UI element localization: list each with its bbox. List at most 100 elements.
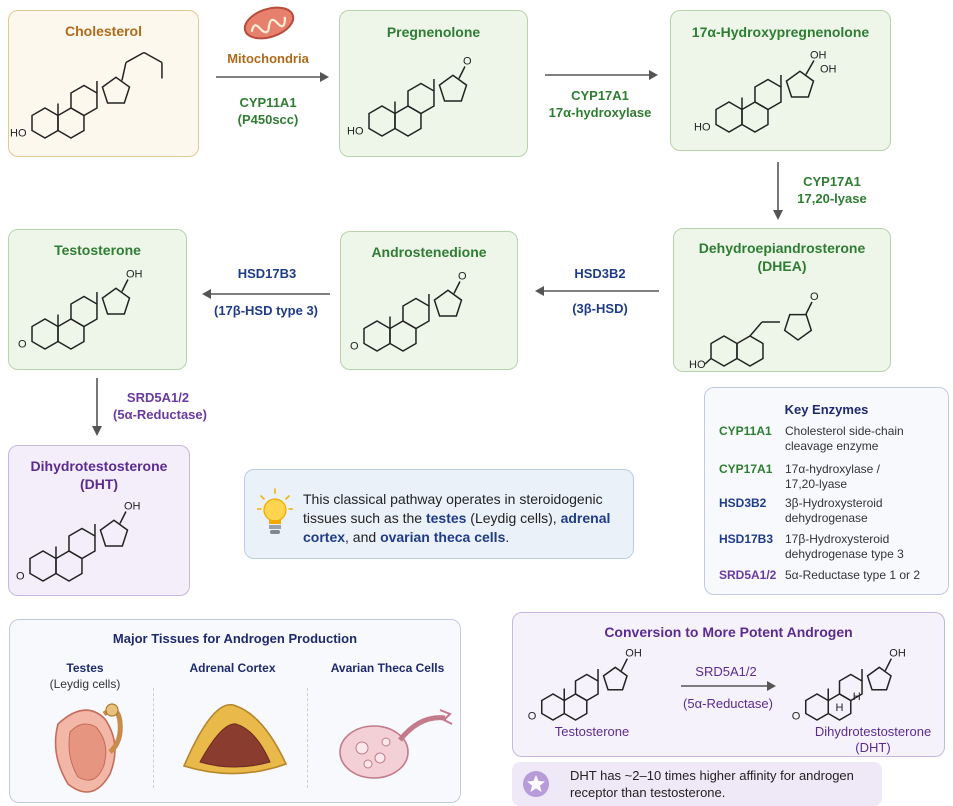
info-line2: tissues such as the testes (Leydig cells… bbox=[303, 510, 611, 526]
hydroxyl-bond bbox=[620, 658, 628, 672]
hydroxyl-bond bbox=[119, 511, 127, 524]
conversion-reductase-label: (5α-Reductase) bbox=[683, 696, 773, 711]
testes-label: Testes bbox=[66, 661, 104, 675]
note-line2: receptor than testosterone. bbox=[570, 785, 726, 800]
enzyme-code: HSD17B3 bbox=[719, 532, 774, 546]
hydroxyl-label: OH bbox=[625, 648, 642, 660]
adrenal-cortex-label: Adrenal Cortex bbox=[189, 661, 276, 675]
ring-d bbox=[101, 76, 131, 104]
hsd3b-label: (3β-HSD) bbox=[572, 301, 628, 316]
info-text: This classical pathway operates in stero… bbox=[303, 490, 623, 547]
hsd3b2-label: HSD3B2 bbox=[574, 266, 626, 281]
ring-c bbox=[70, 84, 98, 117]
ring-d bbox=[785, 70, 815, 98]
hydroxyl-label: HO bbox=[689, 359, 706, 371]
dht-title: Dihydrotestosterone bbox=[30, 458, 168, 474]
ring-b bbox=[736, 335, 764, 367]
oxygen-label: O bbox=[18, 339, 27, 351]
oxygen-label: O bbox=[810, 291, 819, 303]
conversion-right-label1: Dihydrotestosterone bbox=[814, 724, 932, 739]
adrenal-illustration bbox=[178, 704, 290, 789]
ketone-bond bbox=[805, 301, 813, 315]
side-chain bbox=[143, 51, 163, 64]
divider-2 bbox=[307, 688, 308, 788]
hydroxypregnenolone-title: 17α-Hydroxypregnenolone bbox=[691, 24, 870, 40]
tissues-title: Major Tissues for Androgen Production bbox=[112, 631, 358, 646]
oxygen-label: O bbox=[463, 56, 472, 68]
mitochondria-label: Mitochondria bbox=[227, 51, 309, 66]
hydrogen-label: H bbox=[836, 702, 844, 714]
hydroxyl-label: OH bbox=[820, 64, 837, 76]
conversion-testosterone-structure: O OH bbox=[525, 639, 675, 736]
divider-1 bbox=[153, 688, 154, 788]
side-chain bbox=[121, 62, 127, 81]
cyp17a1-lyase-label: CYP17A1 bbox=[803, 174, 861, 189]
hsd17b3-label: HSD17B3 bbox=[237, 266, 297, 281]
dht-note: DHT has ~2–10 times higher affinity for … bbox=[512, 762, 882, 806]
reductase-label: (5α-Reductase) bbox=[113, 407, 207, 422]
cholesterol-structure: HO bbox=[10, 47, 195, 162]
ring-a bbox=[363, 320, 391, 352]
conversion-arrow bbox=[679, 679, 779, 697]
ring-d bbox=[866, 666, 892, 691]
bond bbox=[749, 321, 763, 337]
info-line1: This classical pathway operates in stero… bbox=[303, 491, 603, 507]
enzyme-code: CYP11A1 bbox=[719, 424, 772, 438]
hydroxyl-bond bbox=[884, 658, 892, 672]
enzyme-description: 5α-Reductase type 1 or 2 bbox=[785, 568, 921, 582]
lyase-label: 17,20-lyase bbox=[797, 191, 867, 206]
leydig-label: (Leydig cells) bbox=[49, 677, 121, 691]
ring-d bbox=[99, 519, 129, 547]
info-box: This classical pathway operates in stero… bbox=[244, 469, 634, 559]
cyp17a1-hydroxylase-label: CYP17A1 bbox=[571, 88, 629, 103]
dhea-structure: O HO bbox=[689, 275, 874, 376]
pregnenolone-title: Pregnenolone bbox=[386, 24, 481, 40]
arrow-dhea-andro bbox=[533, 284, 661, 302]
ring-c bbox=[68, 527, 96, 560]
hydroxyl-label: OH bbox=[810, 50, 827, 62]
conversion-left-label: Testosterone bbox=[554, 724, 630, 739]
tissues-panel: Major Tissues for Androgen Production Te… bbox=[9, 619, 461, 803]
hydroxyl-label: HO bbox=[10, 128, 27, 140]
testes-highlight: testes bbox=[425, 510, 467, 526]
side-chain bbox=[805, 60, 815, 75]
bond bbox=[704, 357, 712, 365]
ketone-bond bbox=[453, 281, 461, 294]
ring-c bbox=[574, 673, 599, 702]
ring-a bbox=[715, 101, 743, 133]
lightbulb-icon bbox=[256, 488, 294, 545]
ring-a bbox=[710, 335, 738, 367]
note-line1: DHT has ~2–10 times higher affinity for … bbox=[570, 768, 854, 783]
testosterone-title: Testosterone bbox=[54, 242, 141, 258]
ring-a bbox=[540, 693, 566, 721]
dhea-abbrev: (DHEA) bbox=[757, 258, 807, 274]
star-icon bbox=[522, 770, 550, 803]
ring-c bbox=[407, 82, 435, 115]
enzyme-code: CYP17A1 bbox=[719, 462, 773, 476]
cyp11a1-label: CYP11A1 bbox=[239, 95, 297, 110]
testis-illustration bbox=[38, 694, 138, 804]
arrow-andro-testo bbox=[200, 287, 332, 305]
ring-a bbox=[29, 550, 57, 582]
enzyme-code: SRD5A1/2 bbox=[719, 568, 777, 582]
oxygen-label: O bbox=[528, 711, 537, 723]
ovarian-highlight: ovarian theca cells bbox=[380, 529, 506, 545]
side-chain bbox=[125, 51, 145, 64]
